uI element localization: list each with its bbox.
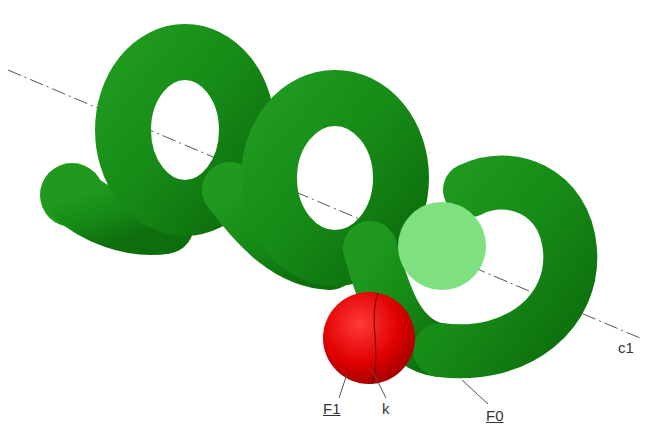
tube-cross-section: [398, 202, 486, 290]
leader-line: [462, 380, 488, 404]
contact-curve: [372, 293, 378, 384]
part-label: F0: [486, 408, 504, 423]
part-label: c1: [618, 340, 634, 355]
leader-line: [339, 374, 347, 398]
contact-sphere: [323, 292, 415, 384]
leader-line: [372, 370, 386, 398]
part-label: F1: [323, 401, 341, 416]
part-label: k: [382, 401, 390, 416]
